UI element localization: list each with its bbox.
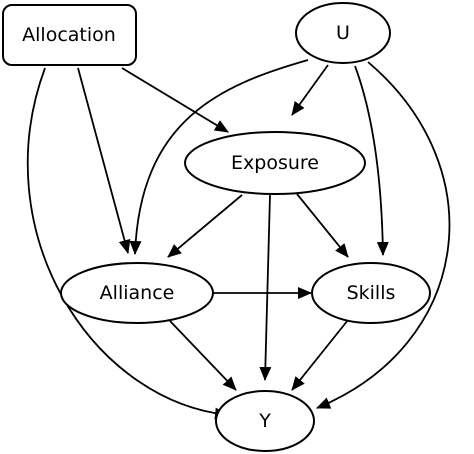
edge-u-exposure [291, 64, 329, 116]
node-u: U [295, 2, 391, 64]
node-allocation: Allocation [2, 4, 137, 66]
node-y-ellipse [215, 390, 315, 452]
edge-u-alliance [129, 59, 309, 255]
edge-allocation-alliance [77, 67, 131, 254]
node-alliance: Alliance [60, 262, 214, 324]
node-y-label: Y [258, 410, 271, 432]
edge-allocation-y [27, 67, 229, 420]
node-skills-label: Skills [347, 282, 396, 304]
edge-exposure-alliance [167, 194, 243, 258]
node-allocation-box [2, 4, 137, 66]
edge-allocation-exposure [121, 67, 229, 133]
edge-exposure-y [259, 194, 272, 381]
edge-skills-y [291, 319, 349, 391]
node-exposure-label: Exposure [231, 152, 319, 174]
edge-u-y [316, 61, 451, 409]
edges [27, 59, 451, 420]
edge-u-skills [354, 65, 389, 256]
node-exposure-ellipse [184, 131, 366, 195]
node-y: Y [215, 390, 315, 452]
node-u-label: U [336, 22, 350, 44]
node-u-ellipse [295, 2, 391, 64]
edge-alliance-y [169, 320, 237, 391]
node-exposure: Exposure [184, 131, 366, 195]
node-alliance-ellipse [60, 262, 214, 324]
node-skills: Skills [311, 262, 431, 324]
node-skills-ellipse [311, 262, 431, 324]
edge-exposure-skills [296, 193, 349, 258]
node-allocation-label: Allocation [22, 24, 116, 46]
node-alliance-label: Alliance [100, 282, 175, 304]
